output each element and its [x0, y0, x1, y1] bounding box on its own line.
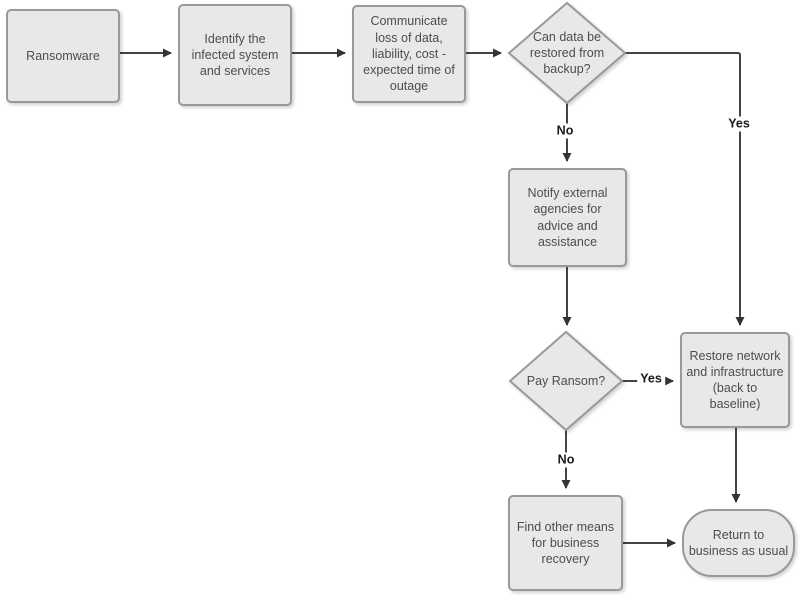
node-identify-infected-label: Identify the infected system and service… — [191, 31, 279, 79]
node-find-other-means-label: Find other means for business recovery — [516, 519, 615, 567]
arrow-backup-yes-to-restore — [625, 52, 745, 326]
node-notify-agencies: Notify external agencies for advice and … — [508, 168, 627, 267]
node-return-to-business: Return to business as usual — [682, 509, 795, 577]
node-communicate-loss: Communicate loss of data, liability, cos… — [352, 5, 466, 103]
decision-pay-ransom-label: Pay Ransom? — [526, 373, 606, 388]
decision-backup-label: Can data be restored from backup? — [529, 29, 605, 77]
node-restore-network: Restore network and infrastructure (back… — [680, 332, 790, 428]
decision-pay-ransom-shape — [508, 330, 624, 432]
edge-label-ransom-yes: Yes — [637, 371, 665, 387]
decision-backup-text: Can data be restored from backup? — [512, 18, 622, 88]
node-notify-agencies-label: Notify external agencies for advice and … — [527, 186, 608, 249]
node-identify-infected: Identify the infected system and service… — [178, 4, 292, 106]
decision-backup-shape — [507, 1, 627, 105]
edge-label-backup-yes: Yes — [725, 116, 753, 132]
decision-pay-ransom-text: Pay Ransom? — [512, 362, 620, 400]
node-find-other-means: Find other means for business recovery — [508, 495, 623, 591]
node-ransomware: Ransomware — [6, 9, 120, 103]
node-restore-network-label: Restore network and infrastructure (back… — [686, 348, 784, 412]
edge-label-backup-no: No — [553, 123, 577, 139]
node-communicate-loss-label: Communicate loss of data, liability, cos… — [363, 14, 455, 94]
node-ransomware-label: Ransomware — [26, 48, 100, 63]
edge-label-ransom-no: No — [554, 452, 578, 468]
node-return-to-business-label: Return to business as usual — [688, 527, 789, 558]
